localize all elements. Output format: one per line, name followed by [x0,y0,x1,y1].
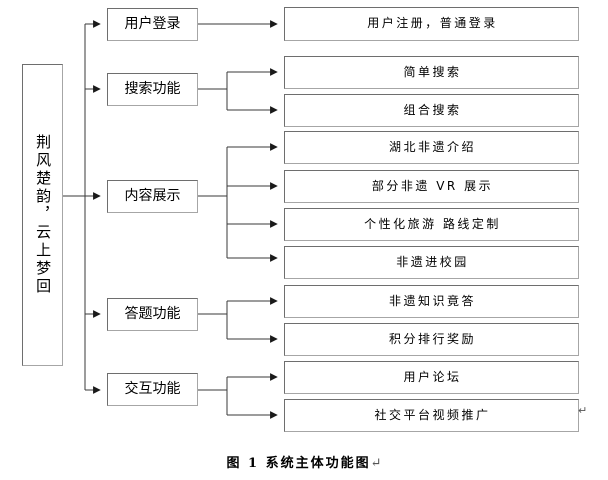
figure-caption: 图 1 系统主体功能图↵ [0,452,608,471]
branch-node-content[interactable]: 内容展示 [107,180,198,213]
leaf-node-hubei-ich-intro[interactable]: 湖北非遗介绍 [284,131,579,164]
branch-node-user-login[interactable]: 用户登录 [107,8,198,41]
leaf-node-label: 部分非遗 VR 展示 [371,178,494,193]
leaf-node-label: 用户注册，普通登录 [367,16,498,31]
leaf-node-label: 非遗知识竟答 [388,293,476,308]
leaf-node-simple-search[interactable]: 简单搜索 [284,56,579,89]
leaf-node-quiz-contest[interactable]: 非遗知识竟答 [284,285,579,318]
leaf-node-label: 社交平台视频推广 [374,407,491,422]
branch-node-interaction[interactable]: 交互功能 [107,373,198,406]
leaf-node-user-register[interactable]: 用户注册，普通登录 [284,7,579,41]
branch-node-label: 内容展示 [124,188,181,205]
branch-node-label: 交互功能 [124,381,181,398]
branch-node-quiz[interactable]: 答题功能 [107,298,198,331]
leaf-node-custom-route[interactable]: 个性化旅游 路线定制 [284,208,579,241]
branch-node-label: 搜索功能 [124,81,181,98]
leaf-node-vr-showcase[interactable]: 部分非遗 VR 展示 [284,170,579,203]
branch-node-search[interactable]: 搜索功能 [107,73,198,106]
root-node[interactable]: 荆风楚韵，云上梦回 [22,64,63,366]
branch-node-label: 答题功能 [124,306,181,323]
leaf-node-label: 非遗进校园 [396,254,469,269]
leaf-node-label: 积分排行奖励 [388,331,476,346]
leaf-node-combined-search[interactable]: 组合搜索 [284,94,579,127]
leaf-node-label: 湖北非遗介绍 [388,139,476,154]
leaf-node-label: 个性化旅游 路线定制 [364,216,501,231]
branch-node-label: 用户登录 [124,16,181,33]
paragraph-mark-icon: ↵ [578,404,588,417]
leaf-node-label: 用户论坛 [403,369,462,384]
leaf-node-social-promo[interactable]: 社交平台视频推广 [284,399,579,432]
figure-caption-text: 图 1 系统主体功能图 [226,456,371,471]
leaf-node-ich-campus[interactable]: 非遗进校园 [284,246,579,279]
leaf-node-label: 简单搜索 [403,64,462,79]
leaf-node-user-forum[interactable]: 用户论坛 [284,361,579,394]
root-node-label: 荆风楚韵，云上梦回 [34,134,53,296]
paragraph-mark-icon: ↵ [370,456,382,471]
leaf-node-points-ranking[interactable]: 积分排行奖励 [284,323,579,356]
leaf-node-label: 组合搜索 [403,102,462,117]
